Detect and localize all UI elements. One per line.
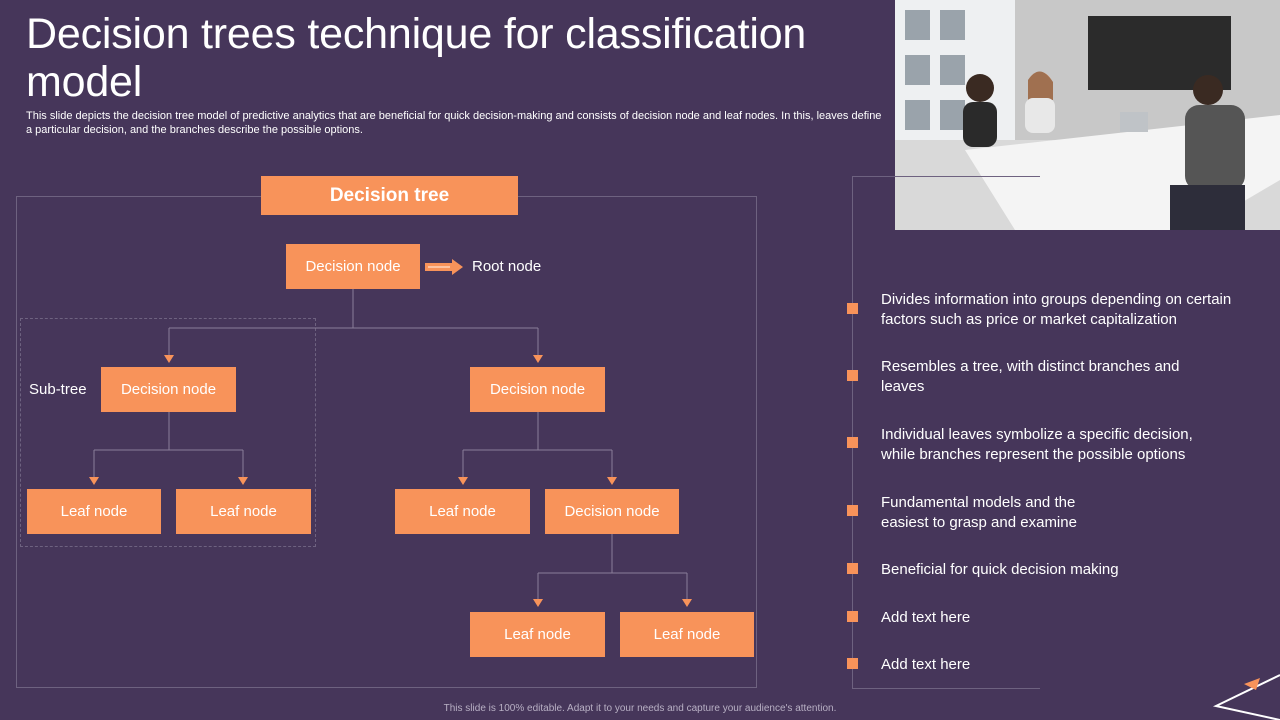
decision-tree-heading: Decision tree [261, 176, 518, 215]
root-node-label: Root node [472, 258, 542, 275]
right-decision-node: Decision node [470, 367, 605, 412]
corner-decoration-icon [1212, 674, 1280, 720]
bullet-square-icon [847, 611, 858, 622]
left-leaf-node-1: Leaf node [27, 489, 161, 534]
bullets-frame [852, 176, 1040, 689]
bullet-text: Beneficial for quick decision making [881, 561, 1119, 578]
subtree-frame [20, 318, 316, 547]
bullet-square-icon [847, 505, 858, 516]
bullet-square-icon [847, 303, 858, 314]
bullet-text: Resembles a tree, with distinct branches… [881, 358, 1180, 395]
bullet-text: Add text here [881, 656, 971, 673]
bullet-square-icon [847, 658, 858, 669]
subtree-label: Sub-tree [29, 381, 87, 398]
bullet-square-icon [847, 370, 858, 381]
bullet-text: Divides information into groups dependin… [881, 291, 1232, 328]
slide-title: Decision trees technique for classificat… [26, 10, 807, 106]
right-leaf-node: Leaf node [395, 489, 530, 534]
bottom-leaf-node-1: Leaf node [470, 612, 605, 657]
bullet-text: Individual leaves symbolize a specific d… [881, 426, 1193, 463]
root-decision-node: Decision node [286, 244, 420, 289]
bullet-text: Add text here [881, 609, 971, 626]
bullet-square-icon [847, 563, 858, 574]
bottom-leaf-node-2: Leaf node [620, 612, 754, 657]
slide-footer: This slide is 100% editable. Adapt it to… [443, 703, 837, 714]
meeting-photo-illustration [895, 0, 1280, 230]
bullet-square-icon [847, 437, 858, 448]
meeting-photo [895, 0, 1280, 230]
right-sub-decision-node: Decision node [545, 489, 679, 534]
slide-subtitle: This slide depicts the decision tree mod… [26, 110, 882, 136]
left-decision-node: Decision node [101, 367, 236, 412]
bullet-text: Fundamental models and the easiest to gr… [881, 494, 1077, 531]
left-leaf-node-2: Leaf node [176, 489, 311, 534]
